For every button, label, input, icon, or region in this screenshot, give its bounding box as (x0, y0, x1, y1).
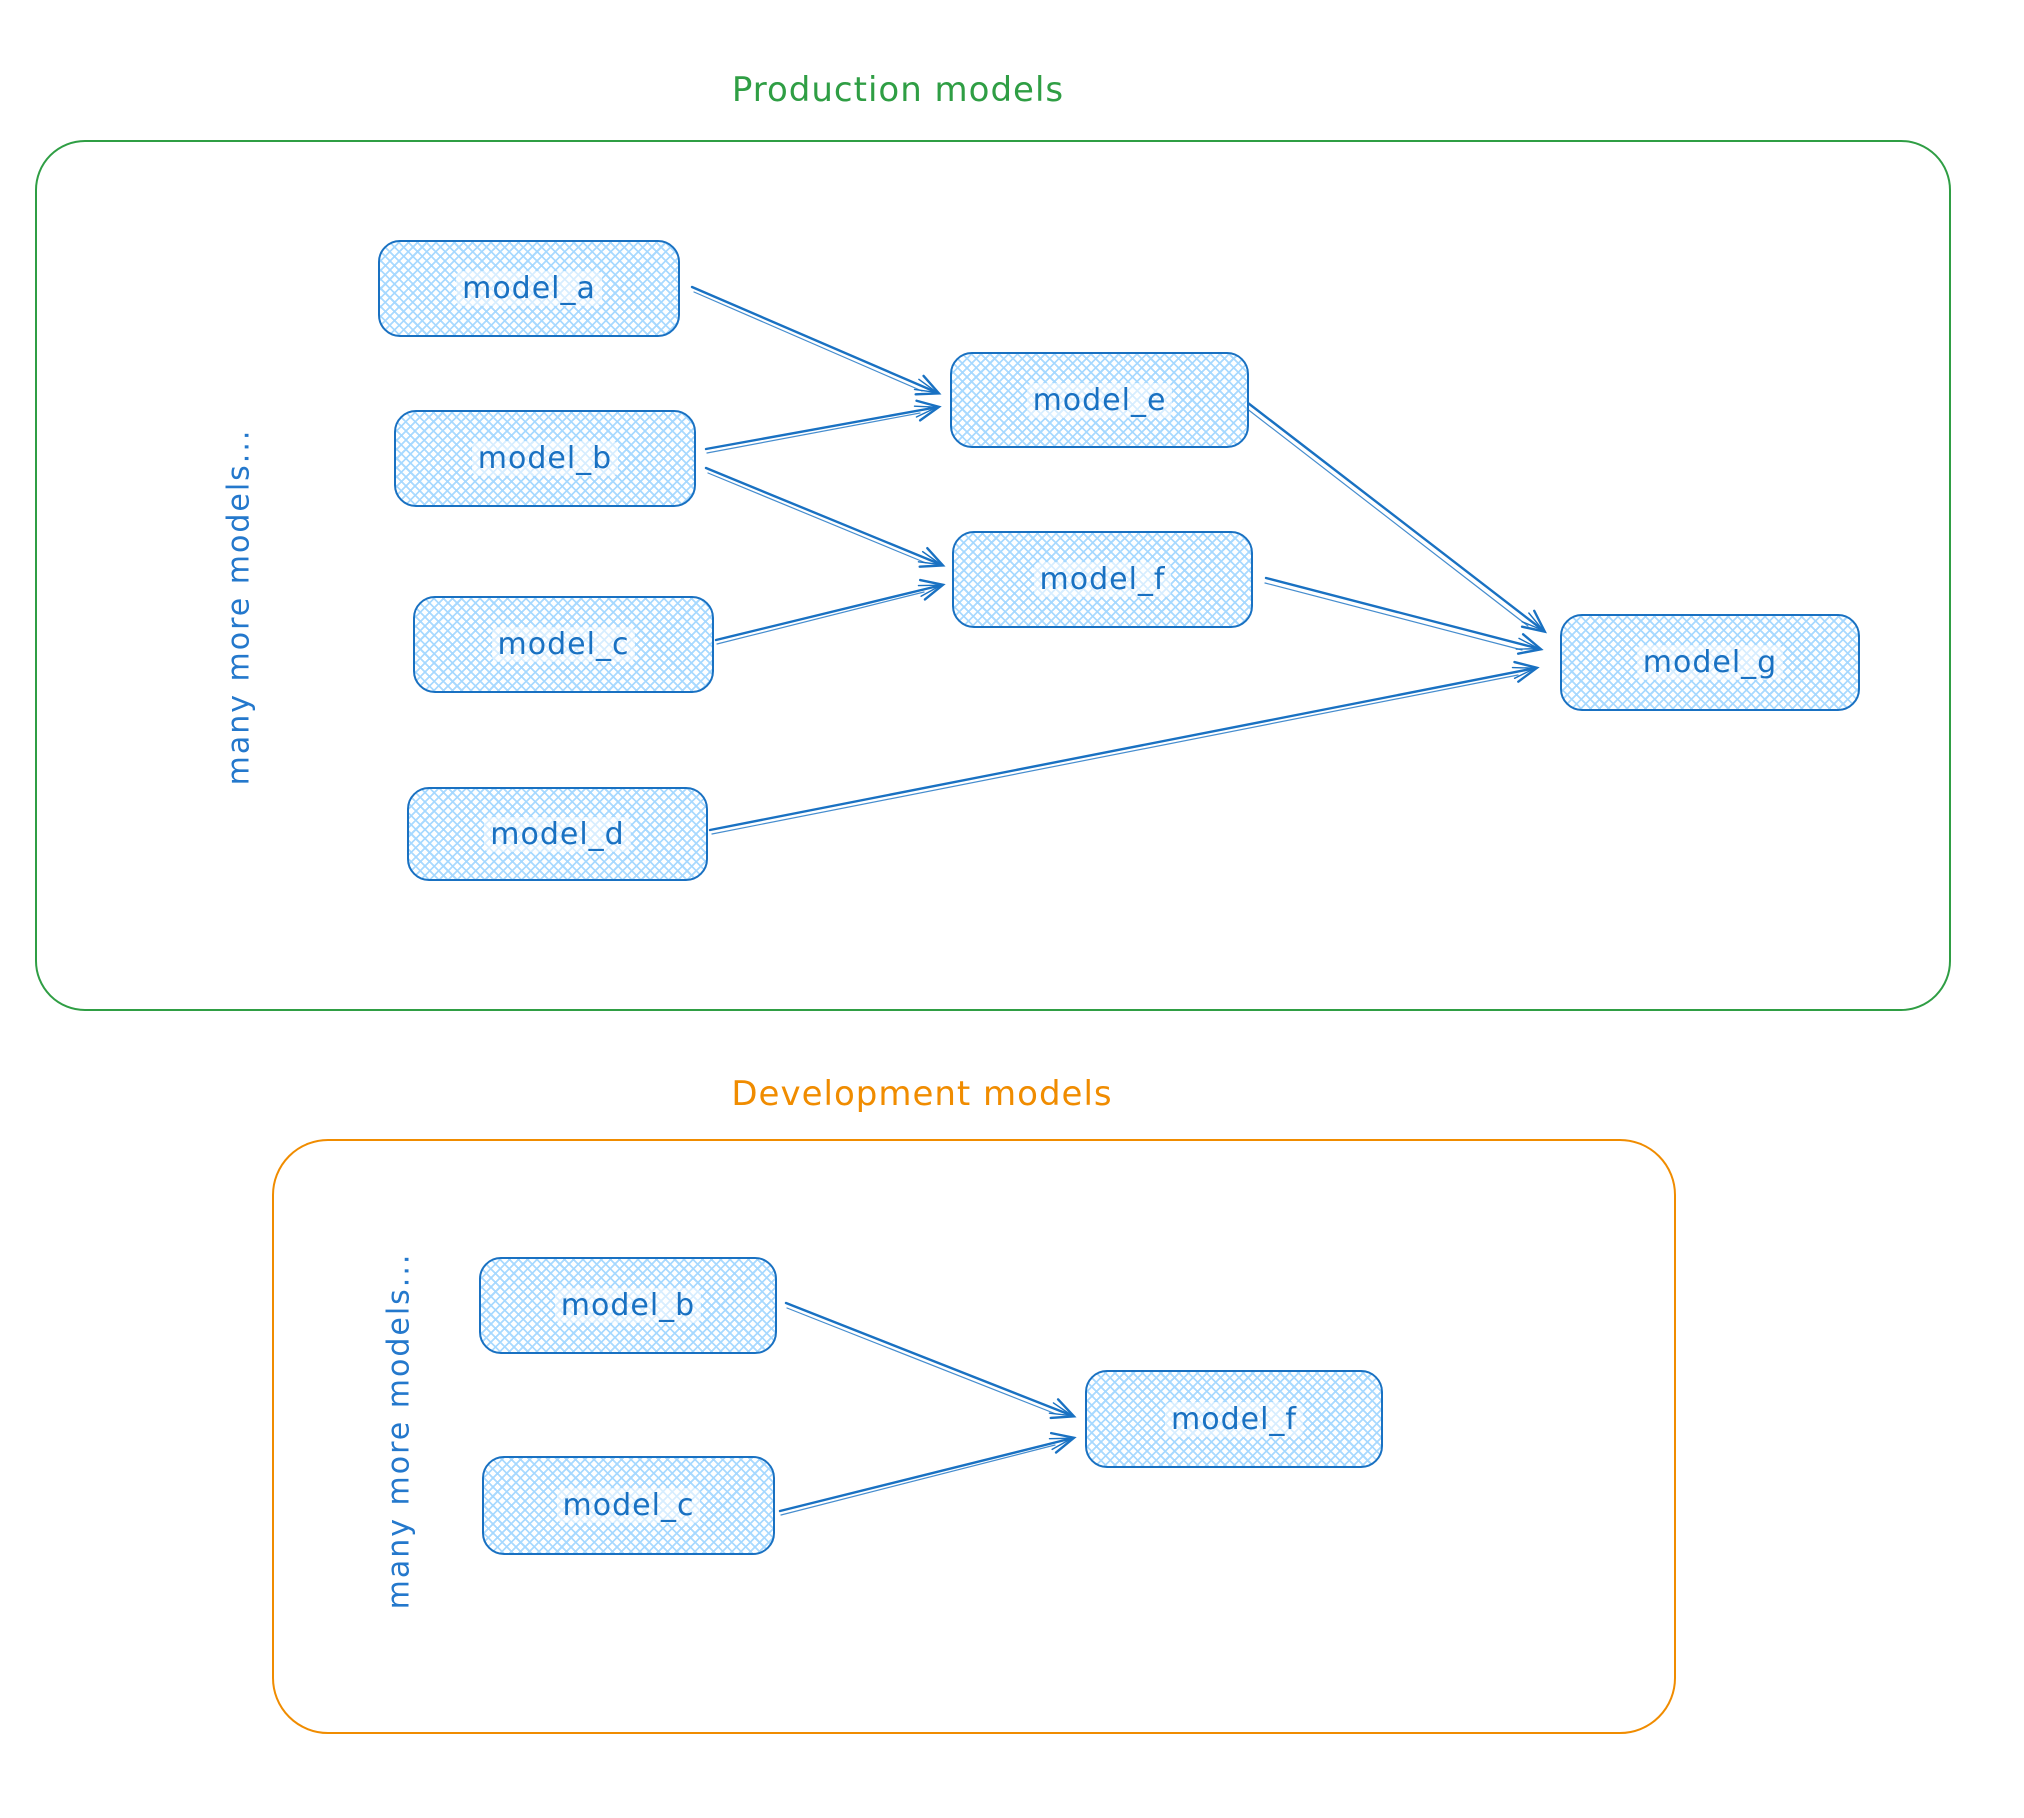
node-label: model_g (1636, 645, 1784, 680)
node-development-model-f[interactable]: model_f (1085, 1370, 1383, 1468)
node-label: model_a (456, 271, 602, 306)
node-production-model-e[interactable]: model_e (950, 352, 1249, 448)
node-label: model_b (554, 1288, 702, 1323)
node-production-model-f[interactable]: model_f (952, 531, 1253, 628)
development-section-title[interactable]: Development models (731, 1074, 1113, 1114)
node-label: model_d (484, 816, 631, 852)
node-production-model-c[interactable]: model_c (413, 596, 714, 693)
node-label: model_c (491, 627, 636, 662)
development-frame[interactable] (272, 1139, 1676, 1734)
production-side-label[interactable]: many more models... (221, 428, 257, 786)
node-label: model_f (1033, 562, 1172, 597)
node-production-model-d[interactable]: model_d (407, 787, 708, 881)
node-label: model_b (471, 441, 619, 476)
node-label: model_f (1165, 1401, 1303, 1437)
production-frame[interactable] (35, 140, 1951, 1011)
node-production-model-a[interactable]: model_a (378, 240, 680, 337)
development-side-label[interactable]: many more models... (381, 1252, 417, 1610)
node-development-model-b[interactable]: model_b (479, 1257, 777, 1354)
node-production-model-g[interactable]: model_g (1560, 614, 1860, 711)
production-section-title[interactable]: Production models (731, 70, 1065, 110)
node-label: model_c (556, 1488, 701, 1523)
node-development-model-c[interactable]: model_c (482, 1456, 775, 1555)
node-production-model-b[interactable]: model_b (394, 410, 696, 507)
node-label: model_e (1026, 382, 1173, 418)
